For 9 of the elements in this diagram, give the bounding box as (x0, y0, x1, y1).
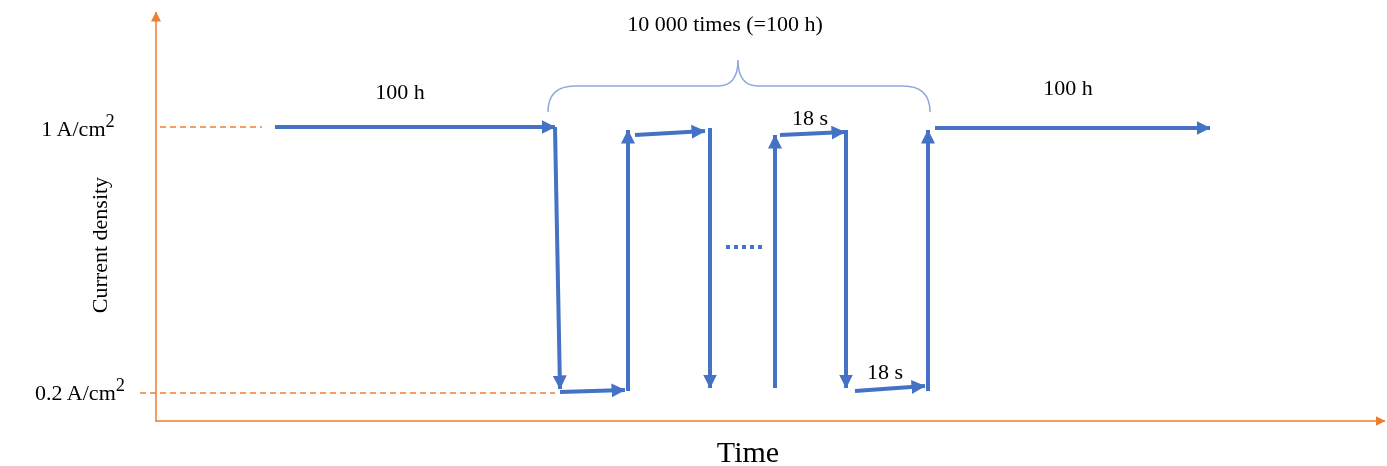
axis-title: Current density (87, 176, 113, 314)
axis-tick-label: 0.2 A/cm$^{2}$ (35, 375, 125, 405)
duration-label: 100 h (375, 79, 425, 105)
axis-tick-label: 1 A/cm$^{2}$ (41, 111, 115, 141)
duration-label: 18 s (866, 359, 904, 385)
duration-label: 100 h (1043, 75, 1093, 101)
axis-title: Time (716, 434, 780, 466)
annotation-text: 10 000 times (=100 h) (627, 11, 823, 37)
duration-label: 18 s (791, 105, 829, 131)
